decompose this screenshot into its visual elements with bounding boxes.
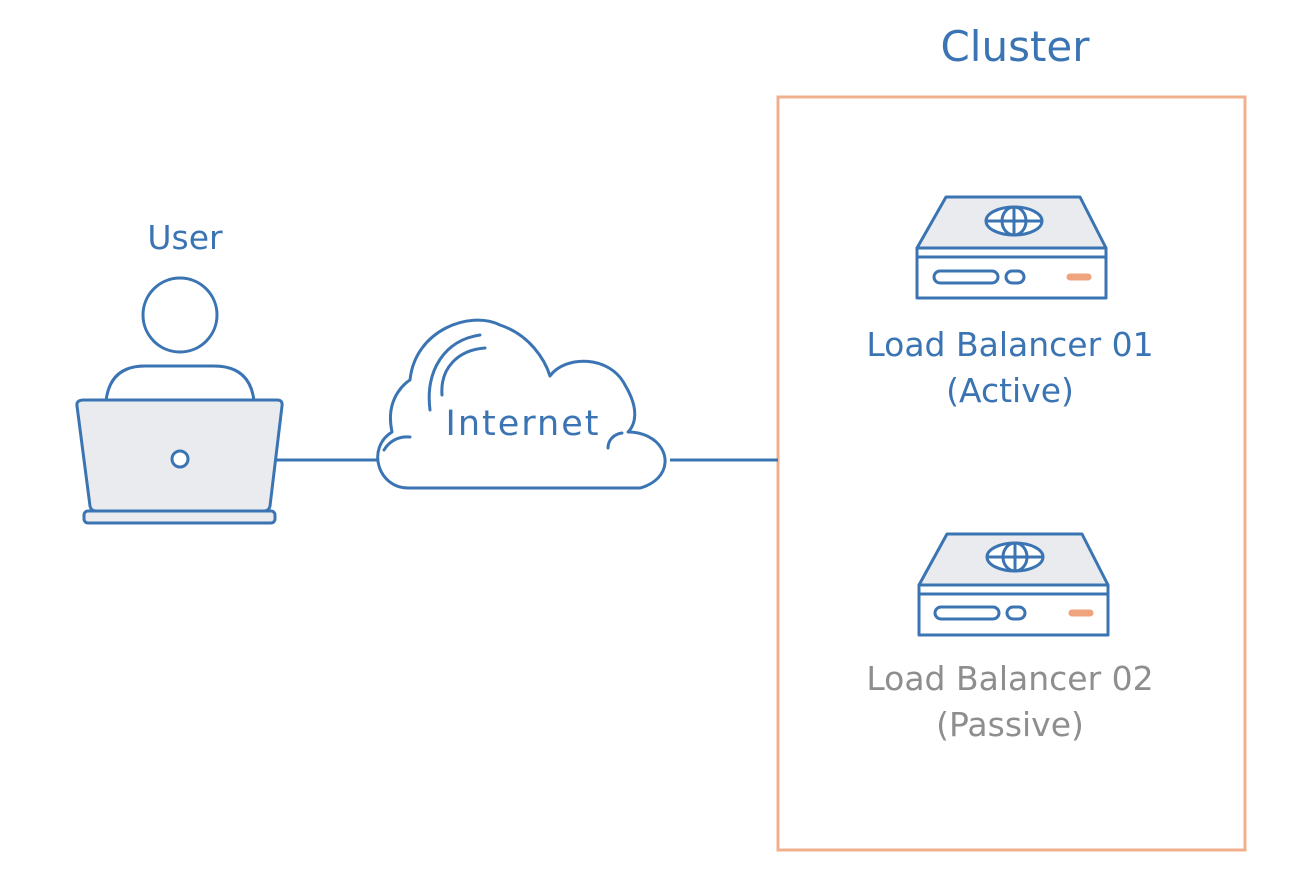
user-body-icon bbox=[104, 364, 256, 403]
load-balancer-02-status: (Passive) bbox=[936, 705, 1084, 744]
cluster-boundary bbox=[776, 95, 1247, 852]
load-balancer-01-caption: Load Balancer 01 (Active) bbox=[820, 322, 1200, 414]
internet-label: Internet bbox=[445, 404, 601, 444]
user-label: User bbox=[147, 218, 223, 257]
load-balancer-01-icon bbox=[915, 195, 1108, 300]
cluster-title: Cluster bbox=[940, 22, 1090, 71]
laptop-base-icon bbox=[82, 509, 277, 525]
load-balancer-02-name: Load Balancer 02 bbox=[866, 659, 1154, 698]
cloud-icon bbox=[376, 318, 667, 490]
load-balancer-02-caption: Load Balancer 02 (Passive) bbox=[815, 656, 1205, 748]
load-balancer-02-icon bbox=[917, 532, 1110, 637]
load-balancer-01-status: (Active) bbox=[946, 371, 1074, 410]
load-balancer-01-name: Load Balancer 01 bbox=[866, 325, 1154, 364]
laptop-webcam-icon bbox=[170, 449, 190, 469]
user-head-icon bbox=[141, 276, 219, 354]
user-with-laptop-icon bbox=[75, 276, 284, 525]
